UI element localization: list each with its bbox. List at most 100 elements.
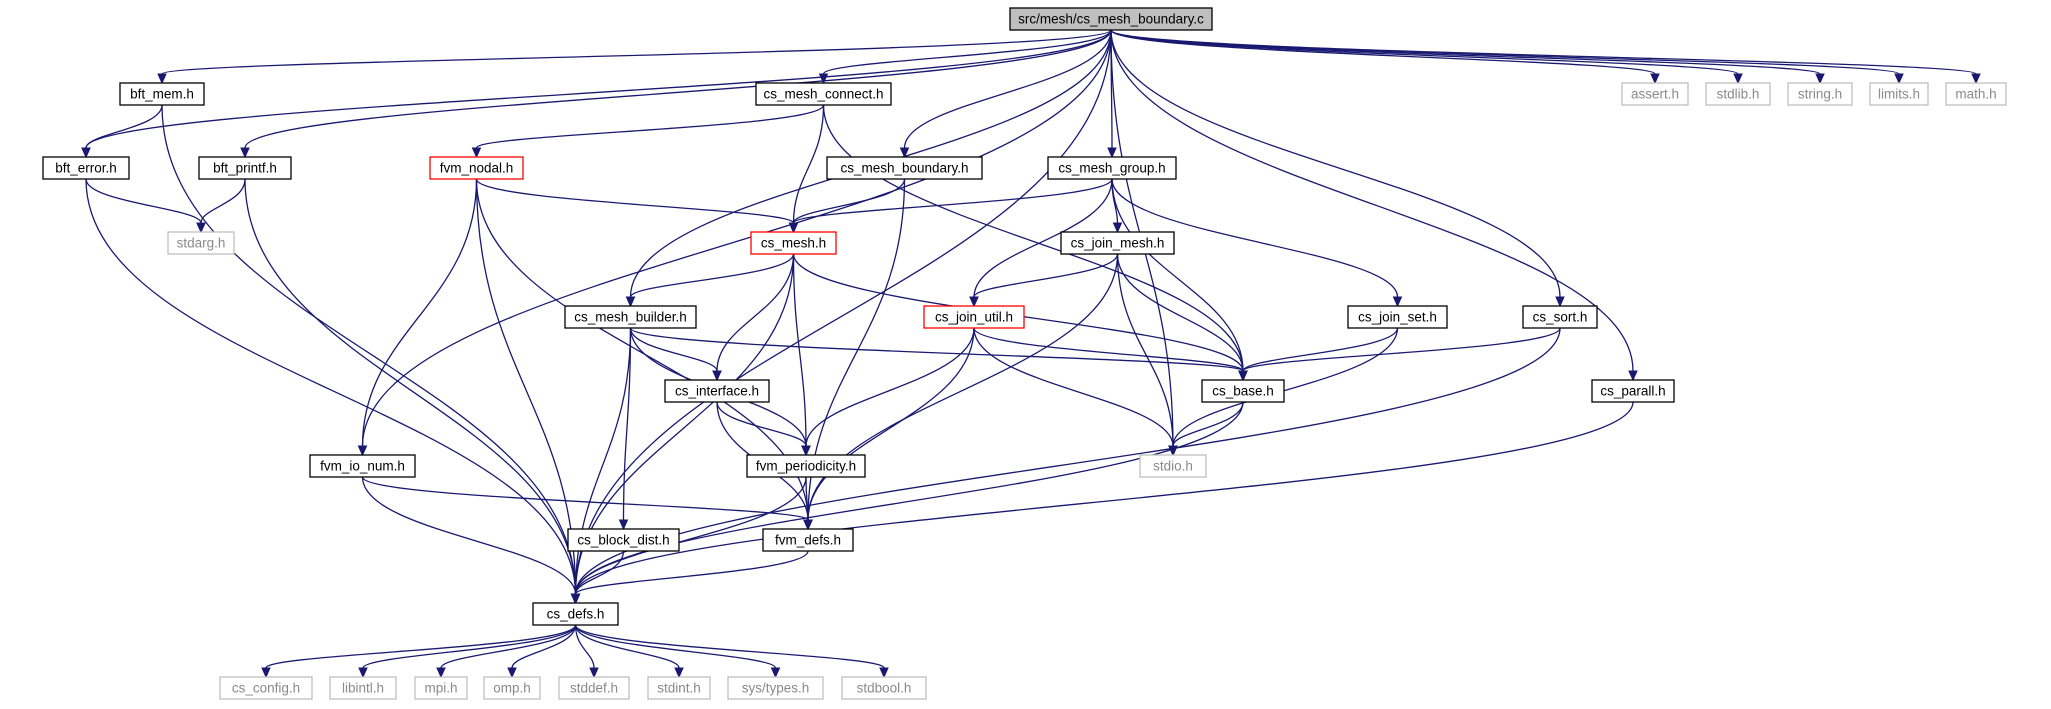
node-box xyxy=(1009,7,1213,31)
node-fvm-io-num[interactable]: fvm_io_num.h xyxy=(309,454,416,478)
arrowhead-bft_printf-to-stdarg xyxy=(196,222,206,234)
edge-cs_mesh_connect-to-cs_base xyxy=(822,104,1244,372)
node-label: cs_parall.h xyxy=(1600,384,1665,399)
node-label: fvm_io_num.h xyxy=(320,459,405,474)
node-label: stdio.h xyxy=(1153,459,1193,474)
node-stddef: stddef.h xyxy=(558,676,630,700)
node-cs-mesh[interactable]: cs_mesh.h xyxy=(750,231,837,255)
node-box xyxy=(1705,82,1771,106)
node-cs-mesh-connect[interactable]: cs_mesh_connect.h xyxy=(755,82,892,106)
edge-cs_sort-to-cs_defs xyxy=(574,327,1561,595)
node-label: cs_sort.h xyxy=(1533,310,1588,325)
node-string: string.h xyxy=(1787,82,1853,106)
node-label: stddef.h xyxy=(570,681,618,696)
node-cs-defs[interactable]: cs_defs.h xyxy=(532,602,619,626)
edge-fvm_periodicity-to-cs_defs xyxy=(574,476,807,595)
node-systypes: sys/types.h xyxy=(727,676,824,700)
edge-root-to-cs_mesh_connect xyxy=(822,29,1112,75)
edge-bft_printf-to-stdarg xyxy=(200,178,246,224)
arrowhead-cs_mesh_connect-to-fvm_nodal xyxy=(471,147,482,159)
node-bft-printf[interactable]: bft_printf.h xyxy=(198,156,292,180)
arrowhead-bft_mem-to-bft_error xyxy=(81,147,91,159)
arrowhead-cs_mesh_builder-to-cs_block_dist xyxy=(618,519,629,531)
edge-cs_join_set-to-cs_base xyxy=(1242,327,1399,372)
node-cs-mesh-boundary[interactable]: cs_mesh_boundary.h xyxy=(826,156,983,180)
edge-cs_defs-to-libintl xyxy=(362,624,577,669)
arrowhead-cs_defs-to-mpi xyxy=(436,667,446,679)
node-box xyxy=(923,305,1025,329)
edge-bft_error-to-stdarg xyxy=(85,178,202,224)
arrowhead-root-to-cs_sort xyxy=(1555,296,1565,308)
arrowhead-fvm_defs-to-cs_defs xyxy=(570,593,581,605)
node-label: fvm_periodicity.h xyxy=(756,459,856,474)
node-box xyxy=(483,676,541,700)
edge-cs_mesh_builder-to-cs_interface xyxy=(629,327,718,372)
edge-root-to-cs_sort xyxy=(1110,29,1561,298)
node-cs-parall[interactable]: cs_parall.h xyxy=(1591,379,1675,403)
edge-cs_interface-to-fvm_periodicity xyxy=(716,401,807,447)
edge-cs_join_util-to-fvm_defs xyxy=(807,327,975,521)
edges-layer xyxy=(81,29,1981,679)
node-cs-block-dist[interactable]: cs_block_dist.h xyxy=(567,528,680,552)
node-box xyxy=(1591,379,1675,403)
node-cs-sort[interactable]: cs_sort.h xyxy=(1522,305,1598,329)
edge-cs_mesh_connect-to-cs_mesh xyxy=(792,104,825,224)
edge-cs_join_util-to-cs_base xyxy=(973,327,1244,372)
arrowhead-root-to-assert xyxy=(1650,73,1660,85)
arrowhead-cs_defs-to-cs_config xyxy=(261,667,271,679)
node-box xyxy=(727,676,824,700)
node-box xyxy=(42,156,130,180)
node-box xyxy=(664,379,770,403)
node-cs-join-set[interactable]: cs_join_set.h xyxy=(1347,305,1448,329)
node-stdio: stdio.h xyxy=(1139,454,1207,478)
node-box xyxy=(119,82,205,106)
node-cs-mesh-group[interactable]: cs_mesh_group.h xyxy=(1047,156,1177,180)
node-label: limits.h xyxy=(1878,87,1920,102)
node-label: cs_block_dist.h xyxy=(577,533,669,548)
edge-cs_mesh_group-to-cs_mesh xyxy=(792,178,1113,224)
node-label: cs_base.h xyxy=(1212,384,1274,399)
node-cs-interface[interactable]: cs_interface.h xyxy=(664,379,770,403)
node-label: assert.h xyxy=(1631,87,1679,102)
node-libintl: libintl.h xyxy=(329,676,397,700)
edge-root-to-cs_parall xyxy=(1110,29,1634,372)
edge-cs_mesh-to-cs_interface xyxy=(716,253,795,372)
node-cs-join-mesh[interactable]: cs_join_mesh.h xyxy=(1060,231,1175,255)
node-root[interactable]: src/mesh/cs_mesh_boundary.c xyxy=(1009,7,1213,31)
arrowhead-fvm_periodicity-to-fvm_defs xyxy=(803,519,813,531)
node-fvm-nodal[interactable]: fvm_nodal.h xyxy=(429,156,524,180)
edge-root-to-cs_defs xyxy=(574,29,1112,595)
node-fvm-defs[interactable]: fvm_defs.h xyxy=(762,528,854,552)
edge-root-to-bft_error xyxy=(85,29,1112,149)
node-cs-base[interactable]: cs_base.h xyxy=(1201,379,1285,403)
edge-cs_mesh_builder-to-cs_base xyxy=(629,327,1244,372)
arrowhead-fvm_nodal-to-fvm_io_num xyxy=(357,445,368,457)
node-box xyxy=(532,602,619,626)
arrowhead-cs_defs-to-systypes xyxy=(770,667,781,679)
arrowhead-cs_sort-to-cs_base xyxy=(1238,370,1248,382)
node-fvm-periodicity[interactable]: fvm_periodicity.h xyxy=(746,454,866,478)
node-bft-error[interactable]: bft_error.h xyxy=(42,156,130,180)
arrowhead-root-to-cs_mesh_connect xyxy=(818,73,829,85)
edge-root-to-fvm_io_num xyxy=(361,29,1112,447)
node-box xyxy=(762,528,854,552)
arrowhead-cs_defs-to-stddef xyxy=(589,667,599,679)
node-label: cs_join_mesh.h xyxy=(1071,236,1165,251)
edge-fvm_io_num-to-cs_defs xyxy=(361,476,577,595)
node-assert: assert.h xyxy=(1621,82,1689,106)
edge-cs_mesh_group-to-cs_join_set xyxy=(1111,178,1399,298)
node-box xyxy=(826,156,983,180)
arrowhead-cs_mesh_group-to-cs_join_mesh xyxy=(1112,222,1123,234)
node-cs-join-util[interactable]: cs_join_util.h xyxy=(923,305,1025,329)
arrowhead-root-to-stdlib xyxy=(1733,73,1743,85)
node-box xyxy=(564,305,697,329)
arrowhead-cs_mesh_group-to-cs_join_set xyxy=(1392,296,1403,308)
node-label: bft_printf.h xyxy=(213,161,277,176)
node-label: cs_mesh_connect.h xyxy=(763,87,883,102)
node-cs-mesh-builder[interactable]: cs_mesh_builder.h xyxy=(564,305,697,329)
node-label: cs_config.h xyxy=(232,681,300,696)
edge-fvm_nodal-to-fvm_io_num xyxy=(361,178,478,447)
arrowhead-root-to-bft_printf xyxy=(240,147,250,159)
node-bft-mem[interactable]: bft_mem.h xyxy=(119,82,205,106)
node-box xyxy=(1060,231,1175,255)
